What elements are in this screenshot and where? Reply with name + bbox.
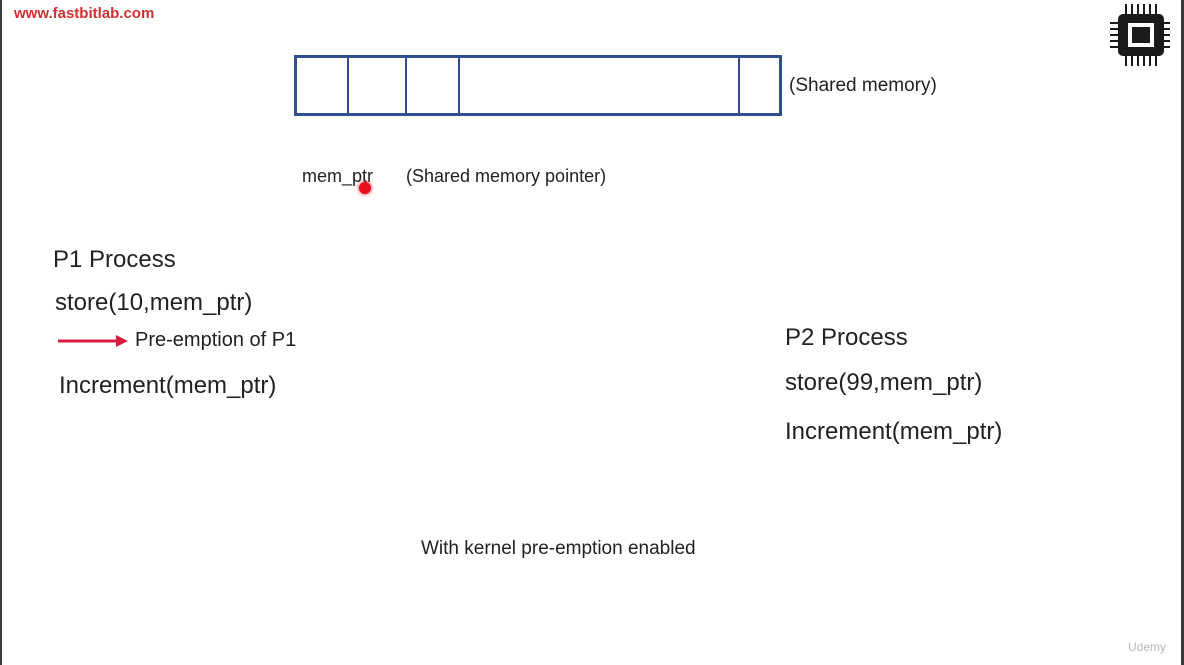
p2-process-title: P2 Process: [785, 324, 908, 351]
memory-cell-divider: [347, 58, 349, 113]
p2-store-call: store(99,mem_ptr): [785, 369, 983, 396]
p1-process-title: P1 Process: [53, 246, 176, 273]
memory-cell-divider: [458, 58, 460, 113]
frame-right-border: [1181, 0, 1184, 665]
shared-memory-block: [294, 55, 782, 116]
udemy-logo-icon: Udemy: [1128, 640, 1166, 654]
right-arrow-icon: [58, 335, 128, 347]
pointer-description: (Shared memory pointer): [406, 166, 607, 186]
slide-caption: With kernel pre-emption enabled: [421, 538, 696, 559]
chip-icon: [1110, 4, 1170, 66]
p1-store-call: store(10,mem_ptr): [55, 289, 253, 316]
memory-cell-divider: [405, 58, 407, 113]
preemption-label: Pre-emption of P1: [135, 329, 297, 351]
site-url: www.fastbitlab.com: [14, 5, 155, 22]
memory-cell-divider: [738, 58, 740, 113]
watermark-text: Udemy: [1128, 640, 1167, 654]
p2-increment-call: Increment(mem_ptr): [785, 418, 1003, 445]
frame-left-border: [0, 0, 2, 665]
p1-increment-call: Increment(mem_ptr): [59, 372, 277, 399]
pointer-name: mem_ptr: [302, 166, 374, 186]
pointer-cursor-dot: [359, 182, 371, 194]
shared-memory-label: (Shared memory): [789, 75, 937, 96]
